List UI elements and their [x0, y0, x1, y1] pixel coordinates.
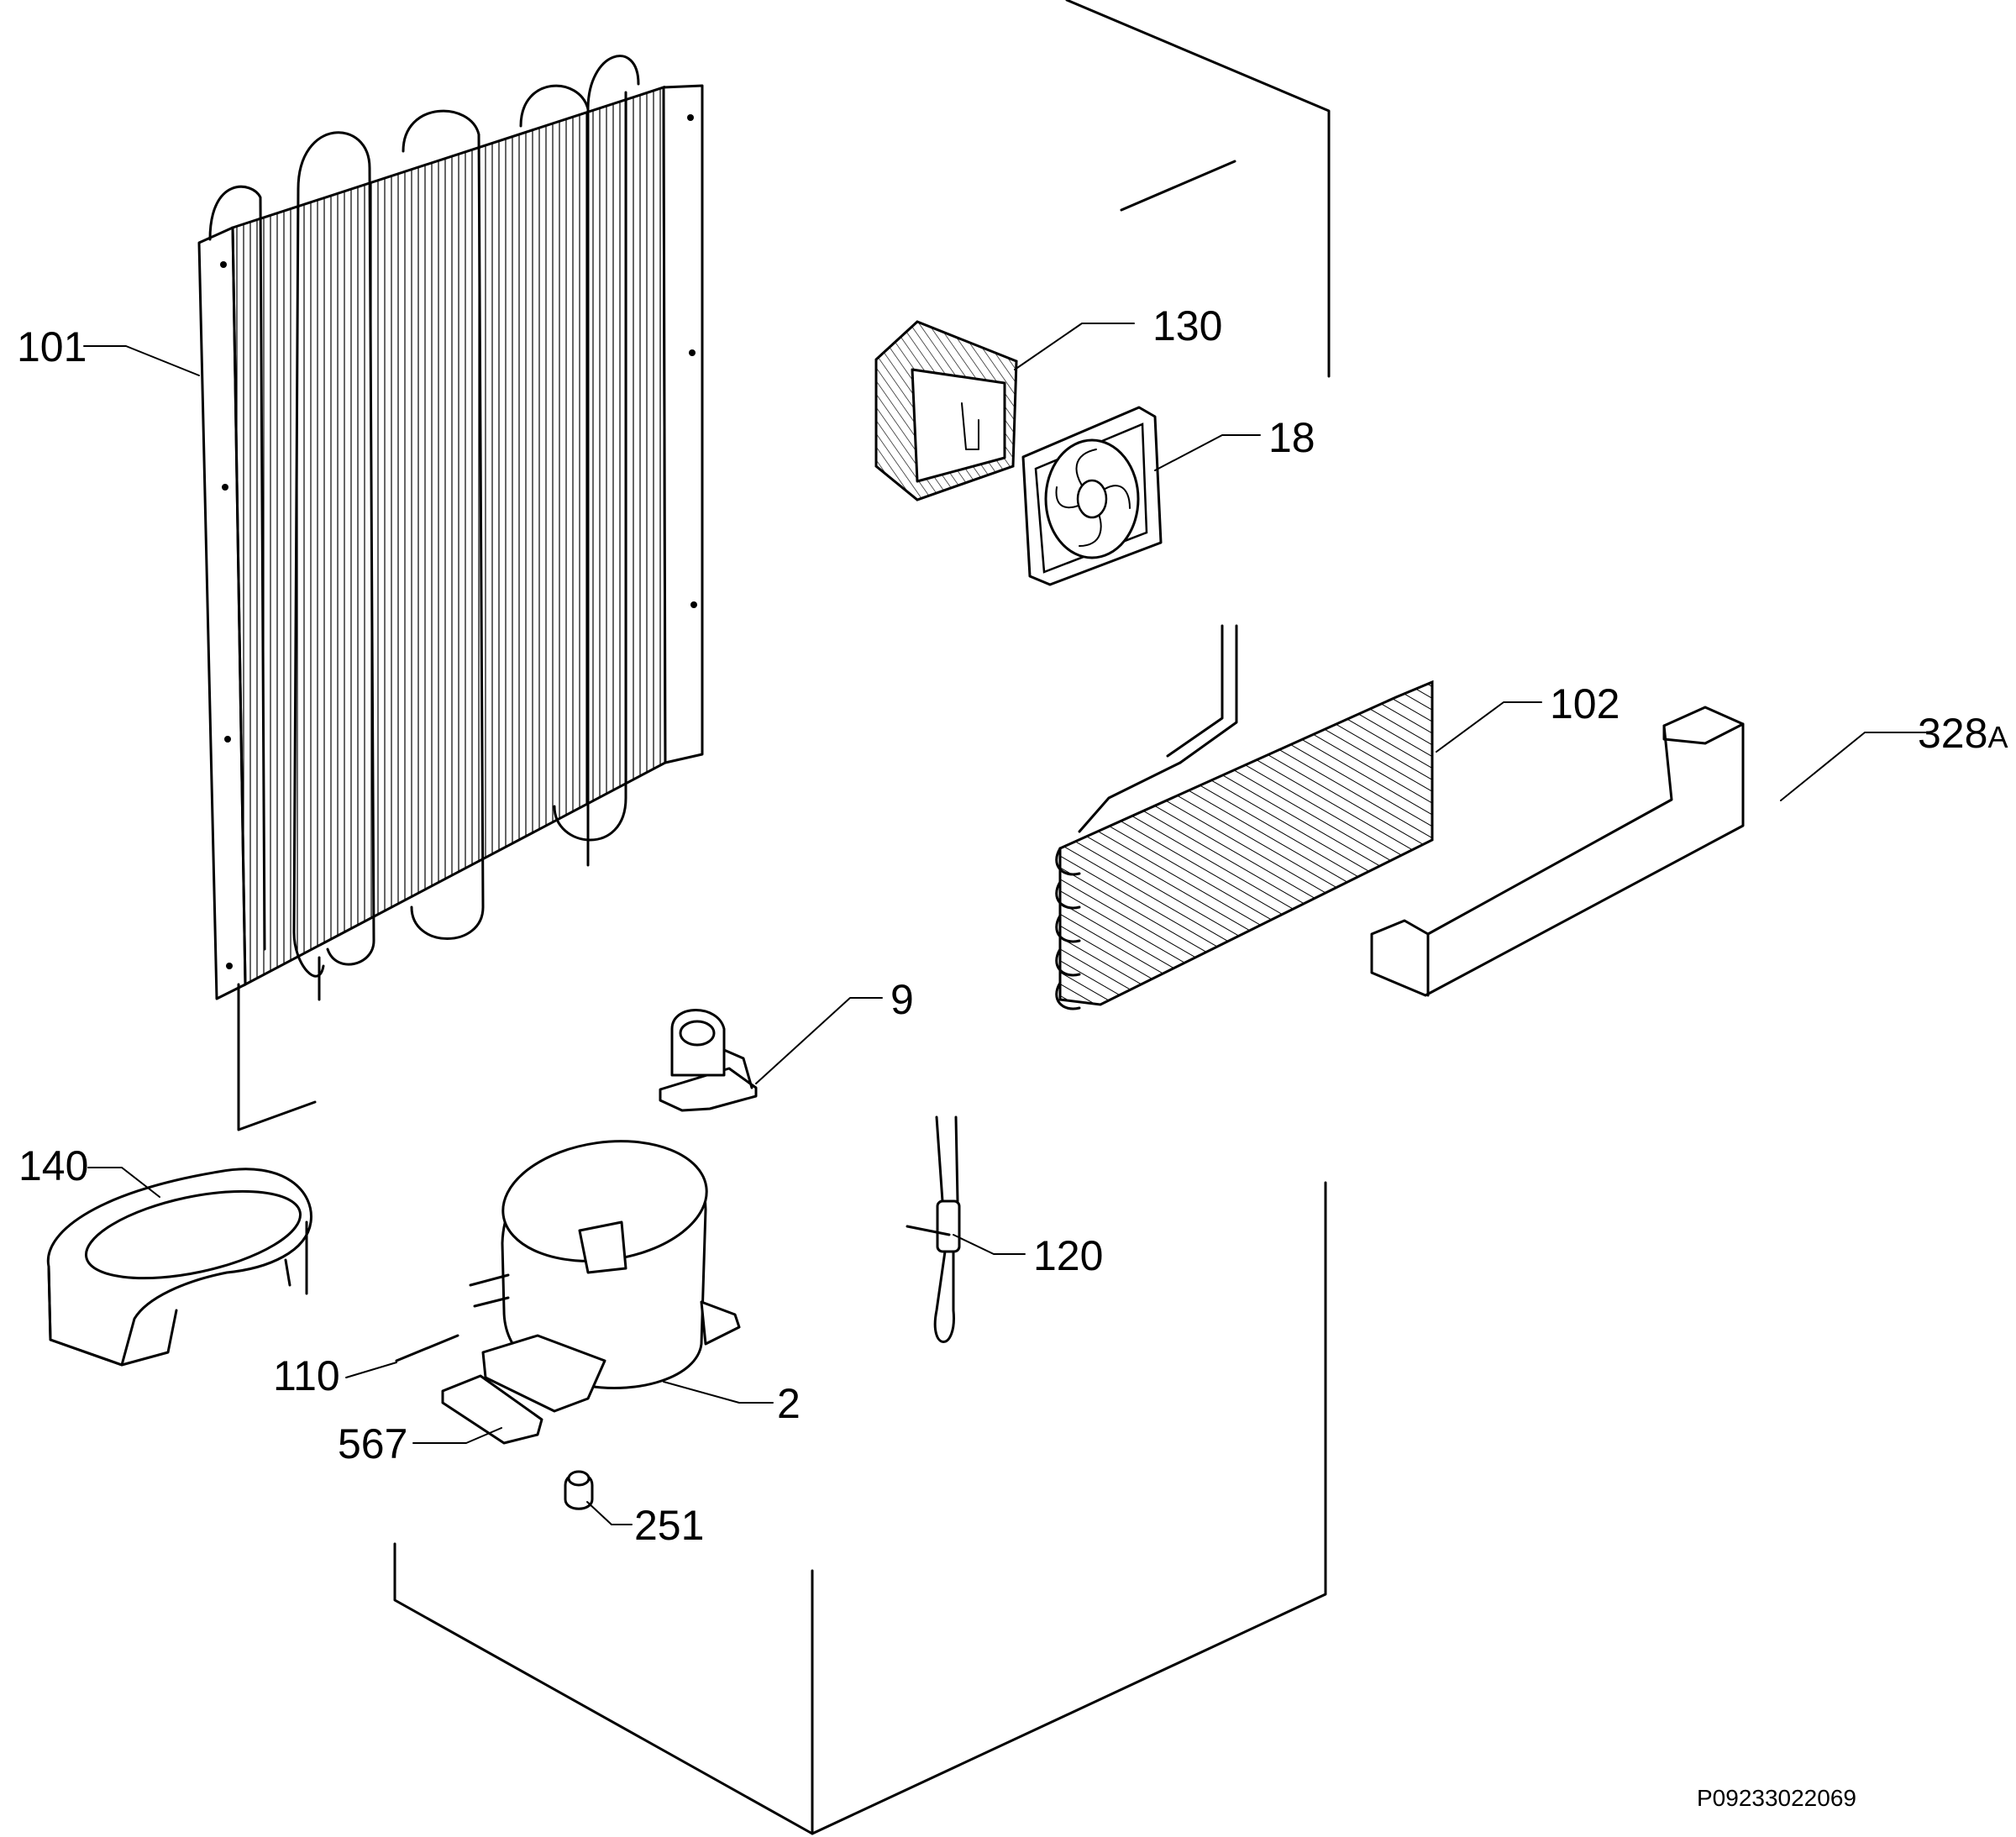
callout-120: 120: [1033, 1232, 1103, 1279]
callout-140: 140: [18, 1142, 88, 1189]
callout-567: 567: [338, 1420, 407, 1467]
callout-101: 101: [17, 323, 87, 370]
grommet-251: [564, 1470, 594, 1510]
fan-18: [1021, 406, 1163, 586]
compressor-2: [469, 1140, 741, 1413]
callout-18: 18: [1268, 414, 1315, 461]
drip-tray-328a: [1370, 706, 1745, 997]
callout-9: 9: [890, 976, 914, 1023]
callout-110: 110: [273, 1352, 340, 1399]
callout-2: 2: [777, 1380, 801, 1427]
drip-bowl-140: [46, 1168, 312, 1367]
tube-110: [395, 1334, 459, 1362]
callout-130: 130: [1152, 302, 1222, 349]
sensor-120: [906, 1115, 961, 1343]
cabinet-outline: [393, 0, 1331, 1835]
drawing-reference-code: P09233022069: [1697, 1785, 1856, 1811]
condenser-101: [197, 55, 704, 1131]
callout-251: 251: [634, 1502, 704, 1549]
mounting-plate-567: [441, 1374, 543, 1445]
evaporator-102: [1055, 624, 1434, 1010]
callout-102: 102: [1550, 680, 1620, 727]
leader-lines: [83, 323, 1929, 1525]
bracket-9: [659, 1009, 758, 1112]
callout-328a: 328A: [1918, 710, 2008, 757]
fan-housing-130: [874, 320, 1018, 501]
